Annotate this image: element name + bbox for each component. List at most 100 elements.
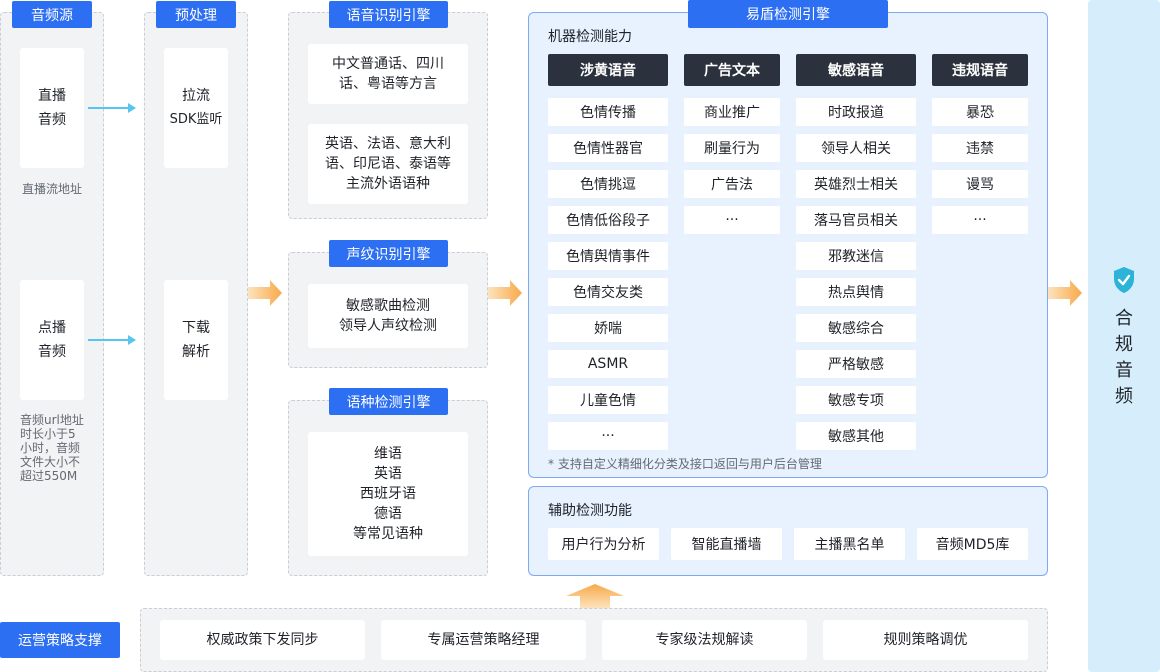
live-stream-caption: 直播流地址 [22, 182, 83, 196]
card-line: 领导人声纹检测 [339, 318, 437, 334]
auxiliary-item: 音频MD5库 [917, 528, 1028, 560]
pull-stream-line1: 拉流 [182, 88, 210, 104]
category-item: 色情性器官 [548, 134, 668, 162]
category-column-violation: 违规语音 暴恐 违禁 谩骂 ··· [932, 54, 1028, 242]
preprocess-title: 预处理 [156, 1, 236, 28]
file-audio-line2: 音频 [38, 344, 66, 360]
foreign-language-card: 英语、法语、意大利 语、印尼语、泰语等 主流外语语种 [308, 124, 468, 204]
category-item: 邪教迷信 [796, 242, 916, 270]
file-caption-line: 超过550M [20, 469, 78, 483]
category-item: 色情传播 [548, 98, 668, 126]
speech-recognition-title: 语音识别引擎 [329, 1, 448, 28]
download-parse-line1: 下载 [182, 320, 210, 336]
category-item: 敏感专项 [796, 386, 916, 414]
machine-detection-title: 机器检测能力 [548, 29, 632, 45]
live-audio-line1: 直播 [38, 88, 66, 104]
pull-stream-card: 拉流 SDK监听 [164, 48, 228, 168]
category-item: 色情舆情事件 [548, 242, 668, 270]
file-audio-line1: 点播 [38, 320, 66, 336]
category-item: 敏感其他 [796, 422, 916, 450]
auxiliary-item: 智能直播墙 [671, 528, 782, 560]
auxiliary-item: 主播黑名单 [794, 528, 905, 560]
card-line: 中文普通话、四川 [332, 56, 444, 72]
category-item: 严格敏感 [796, 350, 916, 378]
compliant-audio-label: 合 规 音 频 [1114, 306, 1134, 410]
shield-check-icon [1114, 267, 1134, 293]
voiceprint-card: 敏感歌曲检测 领导人声纹检测 [308, 284, 468, 348]
category-item: 违禁 [932, 134, 1028, 162]
file-connector-arrow [88, 335, 136, 345]
category-item: 敏感综合 [796, 314, 916, 342]
operations-item: 规则策略调优 [823, 620, 1028, 660]
card-line: 话、粤语等方言 [339, 76, 437, 92]
category-item: 暴恐 [932, 98, 1028, 126]
category-item: 谩骂 [932, 170, 1028, 198]
pull-stream-line2: SDK监听 [169, 112, 223, 127]
category-item: ··· [684, 206, 780, 234]
category-item: 娇喘 [548, 314, 668, 342]
category-item: 英雄烈士相关 [796, 170, 916, 198]
operations-item: 专属运营策略经理 [381, 620, 586, 660]
live-connector-arrow [88, 103, 136, 113]
category-item: 儿童色情 [548, 386, 668, 414]
card-line: 英语 [374, 466, 402, 482]
flow-arrow-engines [488, 280, 522, 306]
customization-note: * 支持自定义精细化分类及接口返回与用户后台管理 [548, 457, 822, 471]
card-line: 主流外语语种 [346, 176, 430, 192]
yidun-engine-title: 易盾检测引擎 [688, 0, 888, 28]
category-item: ··· [932, 206, 1028, 234]
operations-item: 权威政策下发同步 [160, 620, 365, 660]
category-header: 涉黄语音 [548, 54, 668, 86]
auxiliary-item: 用户行为分析 [548, 528, 659, 560]
file-caption-line: 音频url地址 [20, 413, 84, 427]
result-char: 频 [1115, 386, 1133, 407]
file-caption-line: 小时，音频 [20, 441, 81, 455]
flow-arrow-result [1048, 280, 1082, 306]
card-line: 维语 [374, 446, 402, 462]
category-column-sensitive: 敏感语音 时政报道 领导人相关 英雄烈士相关 落马官员相关 邪教迷信 热点舆情 … [796, 54, 916, 458]
result-char: 合 [1115, 308, 1133, 329]
language-detect-title: 语种检测引擎 [329, 388, 448, 415]
download-parse-line2: 解析 [182, 344, 210, 360]
live-audio-card: 直播 音频 [20, 48, 84, 168]
voiceprint-title: 声纹识别引擎 [329, 240, 448, 267]
category-item: ASMR [548, 350, 668, 378]
category-item: 刷量行为 [684, 134, 780, 162]
category-item: 热点舆情 [796, 278, 916, 306]
flow-arrow-preprocess [248, 280, 282, 306]
category-item: 广告法 [684, 170, 780, 198]
category-header: 敏感语音 [796, 54, 916, 86]
live-audio-line2: 音频 [38, 112, 66, 128]
category-item: 色情挑逗 [548, 170, 668, 198]
auxiliary-detection-title: 辅助检测功能 [548, 503, 632, 519]
operations-support-label: 运营策略支撑 [0, 622, 120, 658]
upward-arrow [566, 584, 624, 608]
category-item: 时政报道 [796, 98, 916, 126]
category-column-porn: 涉黄语音 色情传播 色情性器官 色情挑逗 色情低俗段子 色情舆情事件 色情交友类… [548, 54, 668, 458]
card-line: 英语、法语、意大利 [325, 136, 451, 152]
file-audio-card: 点播 音频 [20, 280, 84, 400]
category-header: 违规语音 [932, 54, 1028, 86]
category-item: 领导人相关 [796, 134, 916, 162]
file-caption-line: 文件大小不 [20, 455, 81, 469]
result-char: 规 [1115, 334, 1133, 355]
card-line: 语、印尼语、泰语等 [325, 156, 451, 172]
operations-item: 专家级法规解读 [602, 620, 807, 660]
language-list-card: 维语 英语 西班牙语 德语 等常见语种 [308, 432, 468, 556]
card-line: 德语 [374, 506, 402, 522]
category-header: 广告文本 [684, 54, 780, 86]
result-char: 音 [1115, 360, 1133, 381]
category-item: 商业推广 [684, 98, 780, 126]
file-audio-caption: 音频url地址 时长小于5 小时，音频 文件大小不 超过550M [20, 413, 102, 483]
card-line: 西班牙语 [360, 486, 416, 502]
category-item: 落马官员相关 [796, 206, 916, 234]
card-line: 等常见语种 [353, 526, 423, 542]
chinese-dialect-card: 中文普通话、四川 话、粤语等方言 [308, 44, 468, 104]
category-item: 色情交友类 [548, 278, 668, 306]
audio-source-title: 音频源 [12, 1, 92, 28]
compliant-audio-column [1088, 0, 1160, 672]
category-item: ··· [548, 422, 668, 450]
category-item: 色情低俗段子 [548, 206, 668, 234]
file-caption-line: 时长小于5 [20, 427, 76, 441]
category-column-ads: 广告文本 商业推广 刷量行为 广告法 ··· [684, 54, 780, 242]
